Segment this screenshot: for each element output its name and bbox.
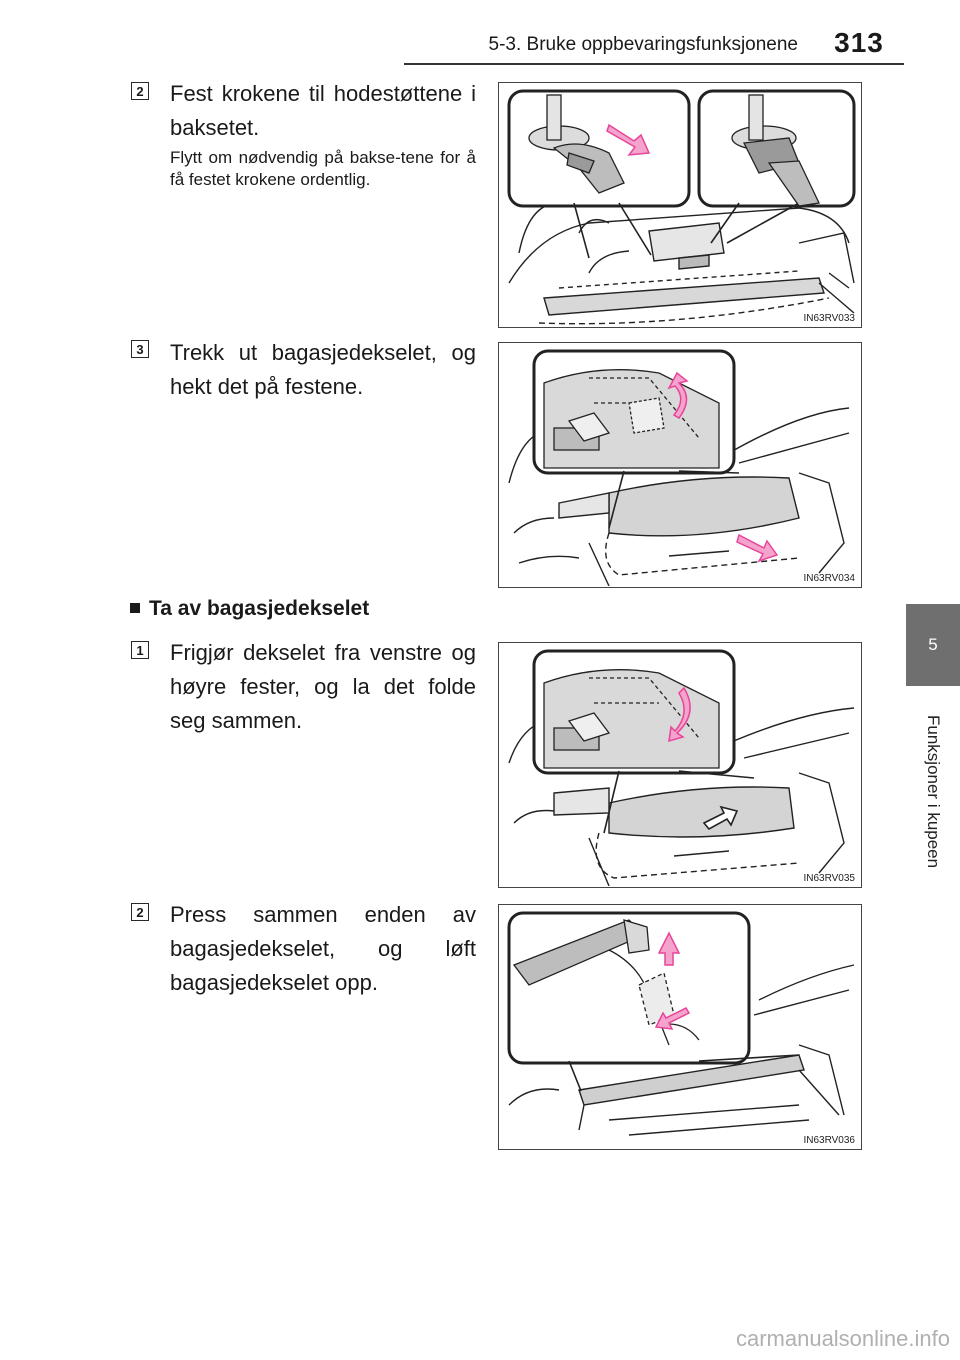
step-instruction: Press sammen enden av bagasjedekselet, o…	[170, 902, 476, 995]
figure-headrest-hooks: IN63RV033	[498, 82, 862, 328]
header-divider	[404, 63, 904, 65]
step-number-badge: 2	[131, 903, 149, 921]
figure-code: IN63RV036	[803, 1135, 855, 1146]
illustration-headrest-hooks	[507, 89, 856, 325]
section-title: 5-3. Bruke oppbevaringsfunksjonene	[488, 34, 798, 55]
step-number-badge: 1	[131, 641, 149, 659]
heading-text: Ta av bagasjedekselet	[149, 597, 370, 620]
illustration-release-cover	[508, 649, 855, 886]
illustration-pull-out-cover	[508, 349, 850, 586]
page-number: 313	[834, 27, 884, 58]
figure-code: IN63RV035	[803, 873, 855, 884]
step-instruction: Trekk ut bagasjedekselet, og hekt det på…	[170, 340, 476, 399]
figure-pull-out-cover: IN63RV034	[498, 342, 862, 588]
watermark: carmanualsonline.info	[735, 1326, 950, 1351]
chapter-tab[interactable]: 5	[906, 604, 960, 686]
step-note: Flytt om nødvendig på bakse-tene for å f…	[170, 148, 476, 189]
step-instruction: Frigjør dekselet fra venstre og høyre fe…	[170, 640, 476, 733]
figure-code: IN63RV034	[803, 573, 855, 584]
step-instruction: Fest krokene til hodestøttene i baksetet…	[170, 81, 476, 140]
chapter-label-wrap: Funksjoner i kupeen	[906, 692, 960, 892]
illustration-lift-cover	[507, 911, 855, 1136]
section-heading-remove-cover: Ta av bagasjedekselet	[130, 597, 369, 621]
figure-lift-cover: IN63RV036	[498, 904, 862, 1150]
figure-release-cover: IN63RV035	[498, 642, 862, 888]
figure-code: IN63RV033	[803, 313, 855, 324]
heading-bullet	[130, 603, 140, 613]
chapter-label: Funksjoner i kupeen	[924, 715, 943, 869]
step-number-badge: 2	[131, 82, 149, 100]
step-number-badge: 3	[131, 340, 149, 358]
chapter-number: 5	[928, 635, 938, 654]
